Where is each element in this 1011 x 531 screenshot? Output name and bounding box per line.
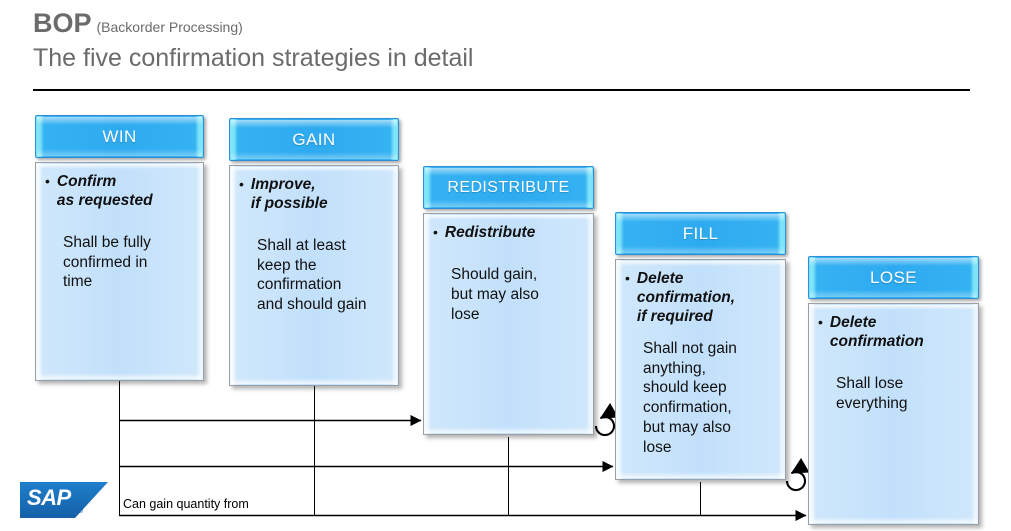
strategy-card-win[interactable]: WIN • Confirm as requested Shall be full… [35, 115, 204, 381]
sap-logo: SAP ® [20, 482, 108, 524]
page-title: BOP [33, 8, 92, 38]
bullet-dot-icon: • [433, 224, 438, 240]
diagram-caption: Can gain quantity from [123, 497, 249, 511]
card-body-gain: • Improve, if possible Shall at least ke… [229, 165, 399, 386]
card-header-fill[interactable]: FILL [615, 212, 786, 255]
sap-registered-mark: ® [78, 508, 84, 515]
card-bullet-text-lose: Delete confirmation [829, 314, 924, 350]
card-title-win: WIN [102, 126, 137, 146]
slide-header: BOP(Backorder Processing) The five confi… [33, 10, 973, 71]
strategy-card-redistribute[interactable]: REDISTRIBUTE • Redistribute Should gain,… [423, 166, 594, 435]
strategy-card-lose[interactable]: LOSE • Delete confirmation Shall lose ev… [808, 256, 979, 525]
card-title-gain: GAIN [292, 129, 336, 149]
card-bullet-text-fill: Delete confirmation, if required [636, 270, 736, 325]
card-bullet-win: • Confirm as requested [45, 173, 192, 211]
strategy-card-fill[interactable]: FILL • Delete confirmation, if required … [615, 212, 786, 480]
card-description-fill: Shall not gain anything, should keep con… [643, 339, 737, 456]
card-body-fill: • Delete confirmation, if required Shall… [615, 259, 786, 480]
card-header-redistribute[interactable]: REDISTRIBUTE [423, 166, 594, 209]
header-title-row: BOP(Backorder Processing) [33, 10, 973, 37]
card-bullet-gain: • Improve, if possible [239, 176, 387, 214]
page-strapline: The five confirmation strategies in deta… [33, 44, 474, 72]
card-description-win: Shall be fully confirmed in time [63, 233, 151, 291]
card-bullet-text-redistribute: Redistribute [444, 224, 536, 241]
card-title-fill: FILL [682, 223, 719, 243]
card-bullet-lose: • Delete confirmation [818, 314, 967, 352]
card-header-gain[interactable]: GAIN [229, 118, 399, 161]
card-bullet-fill: • Delete confirmation, if required [625, 270, 774, 327]
card-header-win[interactable]: WIN [35, 115, 204, 158]
header-divider [33, 89, 970, 91]
bullet-dot-icon: • [45, 173, 50, 189]
card-bullet-redistribute: • Redistribute [433, 224, 582, 243]
sap-logo-text: SAP [27, 485, 71, 510]
strategy-card-gain[interactable]: GAIN • Improve, if possible Shall at lea… [229, 118, 399, 386]
card-description-redistribute: Should gain, but may also lose [451, 265, 539, 323]
bullet-dot-icon: • [239, 176, 244, 192]
card-bullet-text-gain: Improve, if possible [250, 176, 328, 212]
card-body-win: • Confirm as requested Shall be fully co… [35, 162, 204, 381]
card-description-gain: Shall at least keep the confirmation and… [257, 236, 367, 314]
card-bullet-text-win: Confirm as requested [56, 173, 153, 209]
card-title-redistribute: REDISTRIBUTE [447, 178, 570, 196]
self-loop-fill [785, 457, 810, 492]
card-header-lose[interactable]: LOSE [808, 256, 979, 299]
self-loop-redistribute [594, 402, 619, 437]
card-description-lose: Shall lose everything [836, 374, 908, 412]
page-subtitle: (Backorder Processing) [96, 19, 243, 35]
card-title-lose: LOSE [870, 267, 917, 287]
card-body-redistribute: • Redistribute Should gain, but may also… [423, 213, 594, 435]
card-body-lose: • Delete confirmation Shall lose everyth… [808, 303, 979, 525]
bullet-dot-icon: • [625, 270, 630, 286]
bullet-dot-icon: • [818, 314, 823, 330]
